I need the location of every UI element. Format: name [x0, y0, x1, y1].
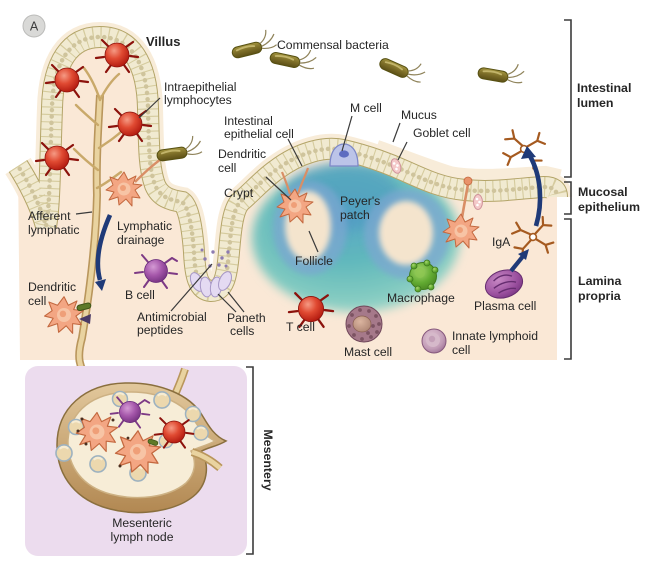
pointer-m-cell [341, 115, 353, 152]
dendritic-process [280, 167, 310, 195]
green-bacterium [147, 438, 159, 446]
lymphatic-drainage-arrow [95, 214, 113, 291]
bacterium [377, 47, 429, 87]
mesenteric-lymph-node [54, 367, 228, 514]
label-iel-2: lymphocytes [164, 93, 232, 107]
pointer-dendritic-upper [265, 176, 292, 201]
label-antimicrobial-1: Antimicrobial [137, 310, 207, 324]
figure-badge [22, 14, 46, 38]
label-mucus: Mucus [401, 108, 437, 122]
bracket-mucosal-epithelium [564, 181, 572, 215]
pointer-paneth-1 [217, 293, 237, 313]
label-dendritic-upper-2: cell [218, 161, 236, 175]
label-macrophage: Macrophage [387, 291, 455, 305]
dendritic-process-tip [463, 176, 473, 186]
label-goblet: Goblet cell [413, 126, 471, 140]
antigen-specks [76, 417, 130, 468]
gut-wall [5, 21, 572, 401]
label-afferent-1: Afferent [28, 209, 71, 223]
label-lamina-1: Lamina [578, 274, 621, 288]
region-brackets [246, 19, 572, 555]
label-mesenteric-node-1: Mesenteric [112, 516, 172, 530]
label-drainage-1: Lymphatic [117, 219, 172, 233]
label-commensal-bacteria: Commensal bacteria [277, 38, 389, 52]
labels: A Villus Commensal bacteria Intraepithel… [22, 14, 640, 544]
bracket-mesentery [246, 366, 254, 555]
iga-secretion-arrow [521, 146, 543, 227]
pointer-paneth-2 [227, 291, 245, 313]
macrophage [406, 259, 439, 293]
label-mesentery: Mesentery [261, 429, 275, 490]
label-paneth-2: cells [230, 324, 254, 338]
label-lumen-1: Intestinal [577, 81, 631, 95]
label-follicle: Follicle [295, 254, 333, 268]
uptake-arrow [79, 314, 91, 324]
label-mucosal-2: epithelium [578, 200, 640, 214]
label-iec-2: epithelial cell [224, 127, 294, 141]
label-lamina-2: propria [578, 289, 621, 303]
label-afferent-2: lymphatic [28, 223, 79, 237]
label-iel-1: Intraepithelial [164, 80, 237, 94]
pointer-goblet [397, 141, 408, 161]
label-villus: Villus [146, 34, 180, 49]
figure-badge-letter: A [30, 20, 39, 34]
label-dendritic-upper-1: Dendritic [218, 147, 266, 161]
pointer-iec [287, 138, 303, 167]
bracket-intestinal-lumen [564, 19, 572, 178]
pointer-follicle [308, 230, 319, 253]
label-mucosal-1: Mucosal [578, 185, 628, 199]
label-peyers-1: Peyer's [340, 194, 380, 208]
node-follicle [184, 405, 202, 423]
label-ilc-2: cell [452, 343, 470, 357]
pointer-mucus [392, 122, 401, 143]
node-follicle [54, 443, 74, 463]
label-iga: IgA [492, 235, 511, 249]
node-follicle [88, 454, 108, 474]
green-bacterium [76, 302, 92, 312]
mast-cell [345, 305, 383, 343]
node-follicle [152, 390, 172, 410]
label-peyers-2: patch [340, 208, 370, 222]
label-m-cell: M cell [350, 101, 382, 115]
label-ilc-1: Innate lymphoid [452, 329, 538, 343]
node-follicle [192, 424, 210, 442]
plasma-to-iga-arrow [509, 249, 529, 273]
bracket-lamina-propria [564, 218, 572, 360]
label-b-cell: B cell [125, 288, 155, 302]
plasma-cell [484, 269, 524, 299]
label-crypt: Crypt [224, 186, 254, 200]
follicle-right [379, 201, 433, 265]
pointer-afferent [75, 211, 93, 215]
pointer-lines [75, 97, 408, 313]
bacterium [476, 56, 527, 87]
label-dendritic-lower-2: cell [28, 294, 46, 308]
label-mast-cell: Mast cell [344, 345, 392, 359]
bacterium [227, 27, 279, 60]
label-iec-1: Intestinal [224, 114, 273, 128]
dendritic-process [460, 183, 470, 219]
label-mesenteric-node-2: lymph node [110, 530, 173, 544]
goblet-cell [473, 194, 483, 210]
pointer-antimicrobial [170, 263, 213, 312]
label-t-cell: T cell [286, 320, 315, 334]
label-drainage-2: drainage [117, 233, 165, 247]
label-plasma-cell: Plasma cell [474, 299, 536, 313]
innate-lymphoid-cell [421, 328, 447, 354]
label-paneth-1: Paneth [227, 311, 266, 325]
label-antimicrobial-2: peptides [137, 323, 183, 337]
iga-antibody-lumen [500, 127, 548, 171]
label-dendritic-lower-1: Dendritic [28, 280, 76, 294]
pointer-iel [138, 97, 161, 119]
label-lumen-2: lumen [577, 96, 614, 110]
